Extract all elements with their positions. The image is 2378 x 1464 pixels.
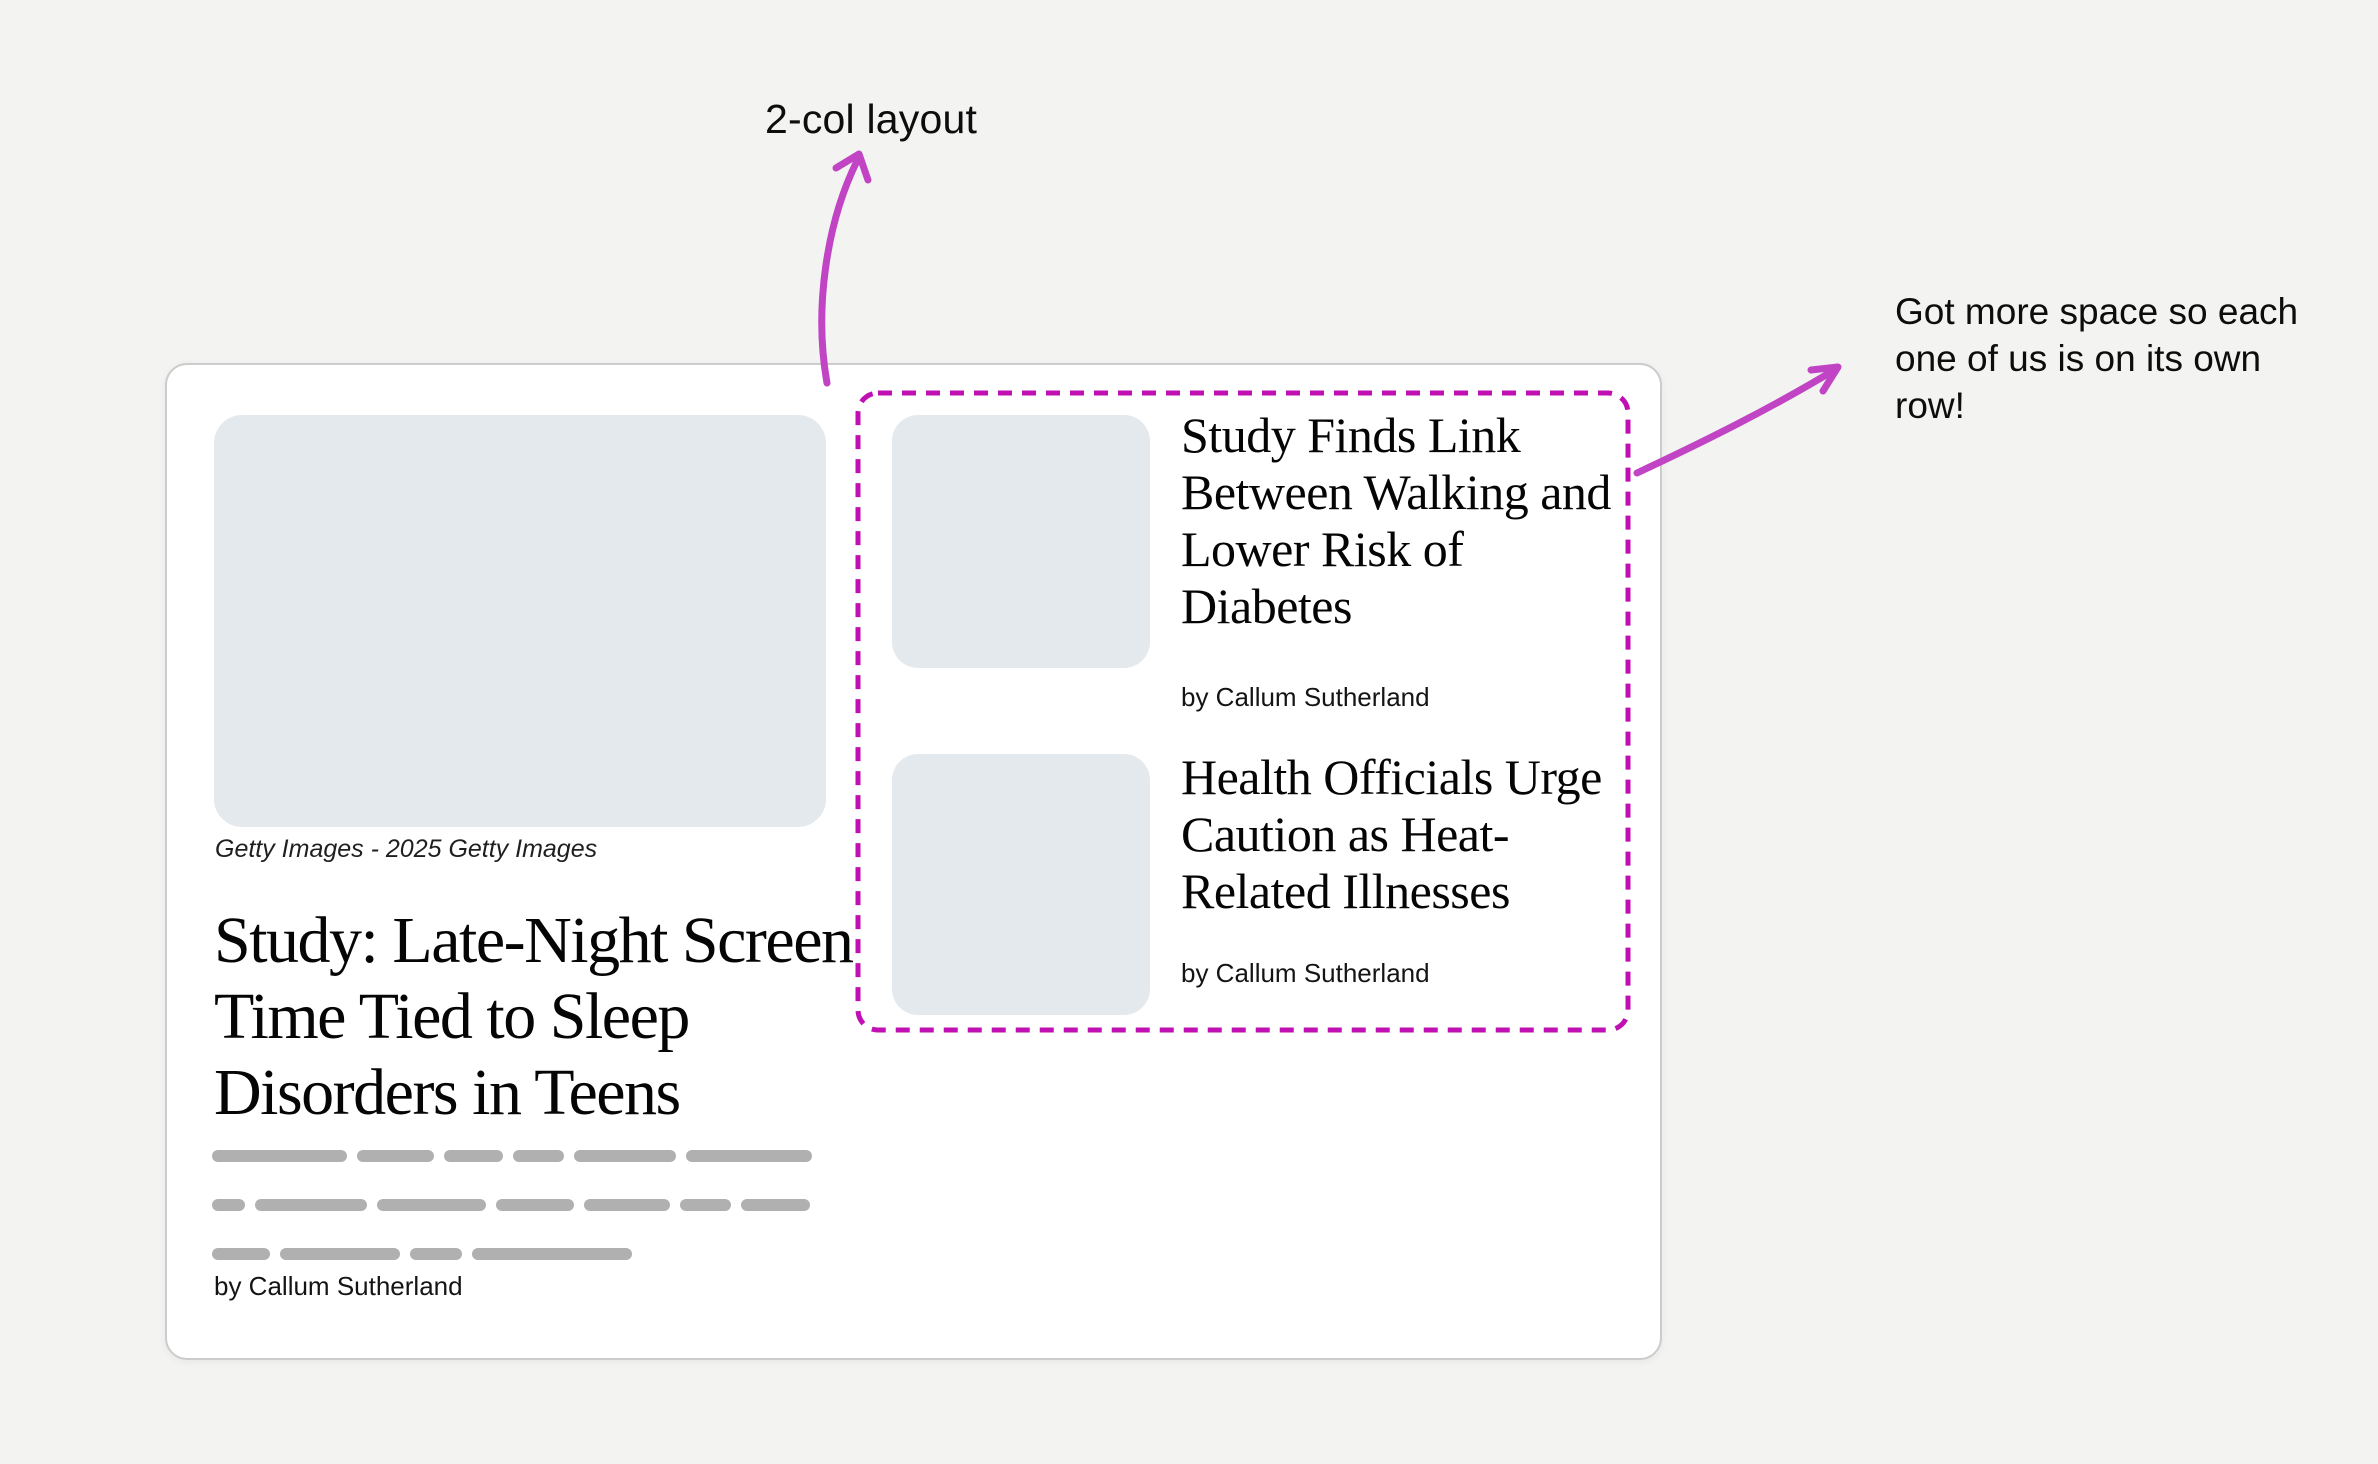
featured-image-caption: Getty Images - 2025 Getty Images xyxy=(215,835,598,863)
skeleton-bar xyxy=(496,1199,574,1211)
article-byline: by Callum Sutherland xyxy=(1181,682,1430,712)
skeleton-text-row xyxy=(212,1199,832,1211)
featured-image-placeholder[interactable] xyxy=(214,415,826,827)
skeleton-text-row xyxy=(212,1150,832,1162)
annotation-own-row: Got more space so each one of us is on i… xyxy=(1895,291,2299,426)
annotation-2col-layout: 2-col layout xyxy=(765,96,978,142)
skeleton-bar xyxy=(255,1199,367,1211)
skeleton-bar xyxy=(584,1199,670,1211)
skeleton-bar xyxy=(212,1199,245,1211)
article-thumbnail[interactable] xyxy=(892,415,1150,668)
featured-headline-link[interactable]: Study: Late-Night Screen Time Tied to Sl… xyxy=(214,904,854,1129)
skeleton-bar xyxy=(212,1248,270,1260)
article-thumbnail[interactable] xyxy=(892,754,1150,1015)
news-card: Getty Images - 2025 Getty Images Study: … xyxy=(165,363,1662,1360)
skeleton-bar xyxy=(741,1199,810,1211)
skeleton-bar xyxy=(680,1199,731,1211)
skeleton-bar xyxy=(686,1150,812,1162)
skeleton-bar xyxy=(410,1248,462,1260)
skeleton-bar xyxy=(280,1248,400,1260)
skeleton-bar xyxy=(472,1248,632,1260)
skeleton-bar xyxy=(357,1150,434,1162)
article-byline: by Callum Sutherland xyxy=(1181,958,1430,988)
skeleton-text-row xyxy=(212,1248,832,1260)
article-headline-link[interactable]: Health Officials Urge Caution as Heat-Re… xyxy=(1181,749,1602,919)
skeleton-bar xyxy=(212,1150,347,1162)
arrow-to-own-row-note xyxy=(1633,363,1842,477)
skeleton-bar xyxy=(513,1150,564,1162)
arrow-to-2col-note xyxy=(818,150,872,387)
featured-teaser-skeleton xyxy=(212,1150,832,1297)
article-headline-link[interactable]: Study Finds Link Between Walking and Low… xyxy=(1181,407,1611,634)
skeleton-bar xyxy=(574,1150,676,1162)
skeleton-bar xyxy=(444,1150,503,1162)
skeleton-bar xyxy=(377,1199,486,1211)
featured-byline: by Callum Sutherland xyxy=(214,1271,463,1301)
